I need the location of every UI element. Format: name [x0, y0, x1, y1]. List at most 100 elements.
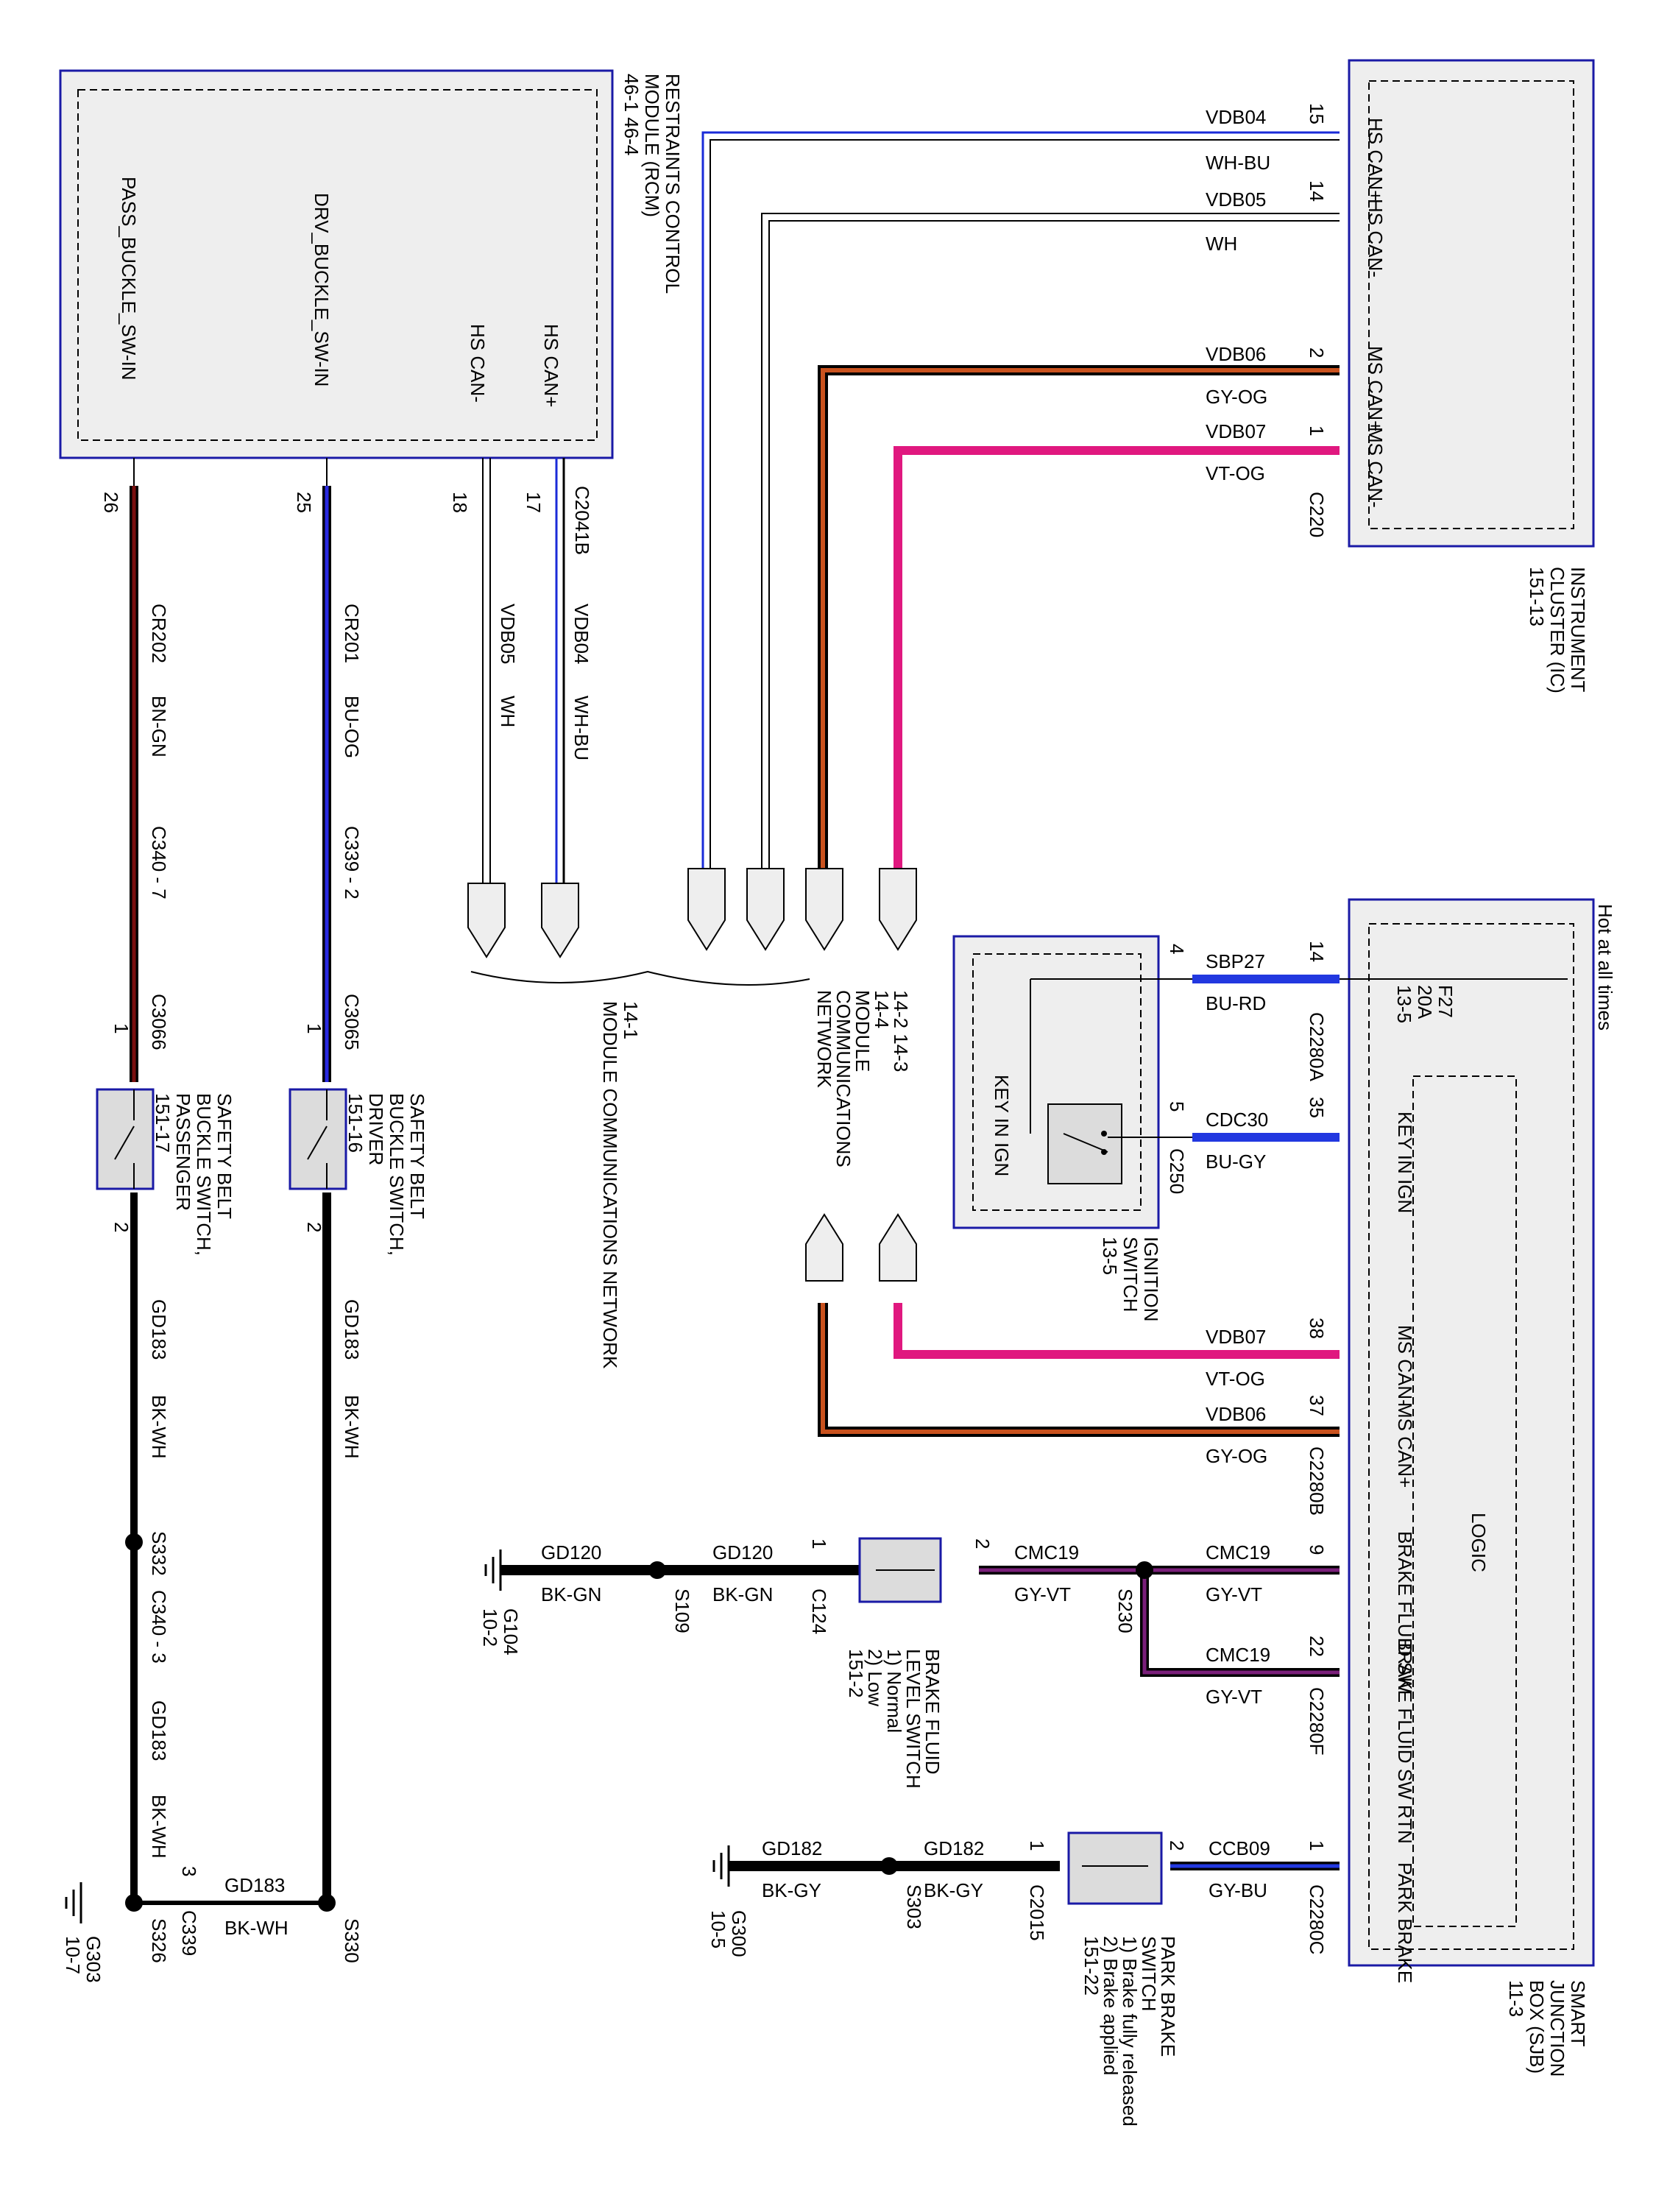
brake-fluid-label-2: LEVEL SWITCH	[902, 1649, 924, 1789]
circuit-vdb04-color: WH-BU	[1206, 152, 1270, 174]
connector-c2280a: C2280A	[1306, 1012, 1328, 1082]
circuit-vdb06-sjb: VDB06	[1206, 1403, 1266, 1425]
mcn-label-3: MODULE	[852, 990, 874, 1072]
rcm-pin-labels: PASS_BUCKLE_SW-IN DRV_BUCKLE_SW-IN HS CA…	[118, 177, 562, 407]
ignition-inner-label: KEY IN IGN	[991, 1075, 1013, 1176]
passenger-switch-label-3: PASSENGER	[172, 1093, 194, 1211]
circuit-ccb09: CCB09	[1209, 1837, 1270, 1859]
park-brake-label-2: SWITCH	[1138, 1936, 1160, 2012]
ic-pin-ms-can-plus: MS CAN+	[1365, 346, 1387, 431]
sjb-pin-ms-can-plus: MS CAN+	[1394, 1402, 1416, 1488]
park-brake-switch	[1067, 1831, 1163, 1905]
pin-1-c124: 1	[808, 1538, 830, 1549]
pin-14: 14	[1306, 180, 1328, 202]
mcn-label-4: COMMUNICATIONS	[832, 990, 854, 1167]
circuit-gd182-b: GD182	[924, 1837, 984, 1859]
connector-c2280f: C2280F	[1306, 1687, 1328, 1756]
circuit-sbp27-color: BU-RD	[1206, 992, 1266, 1014]
ic-module	[1348, 59, 1595, 548]
pin-2-c2015: 2	[1166, 1840, 1188, 1851]
splice-labels: S332 S326 S330 S109 S230 S303	[148, 1531, 1136, 1963]
circuit-gd183-h: GD183	[224, 1874, 285, 1896]
pin-2-c124: 2	[972, 1538, 994, 1549]
circuit-cr201: CR201	[341, 604, 363, 663]
connector-c3066: C3066	[148, 994, 170, 1050]
circuit-cmc19-a-color: GY-VT	[1206, 1583, 1262, 1605]
circuit-vdb04-rcm: VDB04	[570, 604, 592, 664]
ignition-label-1: IGNITION	[1140, 1237, 1162, 1322]
circuit-gd183-pass: GD183	[148, 1299, 170, 1360]
connector-c340-7: C340 - 7	[148, 826, 170, 900]
circuit-vdb05-rcm: VDB05	[497, 604, 519, 664]
sjb-pin-park-brake: PARK BRAKE	[1394, 1862, 1416, 1983]
sjb-label: SMART JUNCTION BOX (SJB) 11-3	[1505, 1980, 1589, 2077]
circuit-labels: VDB04 WH-BU VDB05 WH VDB06 GY-OG VDB07 V…	[148, 106, 1270, 1939]
rcm-label: RESTRAINTS CONTROL MODULE (RCM) 46-1 46-…	[620, 74, 684, 294]
ground-g104: G104	[500, 1608, 522, 1656]
splice-s330: S330	[341, 1918, 363, 1963]
ic-pin-hs-can-plus: HS CAN+	[1365, 118, 1387, 201]
pin-1-c2015: 1	[1026, 1840, 1048, 1851]
pin-22: 22	[1306, 1636, 1328, 1657]
driver-switch-label-4: 151-16	[344, 1093, 367, 1153]
circuit-gd120-a: GD120	[541, 1541, 601, 1563]
sjb-label-2: JUNCTION	[1546, 1980, 1568, 2077]
circuit-vdb05-color: WH	[1206, 233, 1237, 255]
sjb-label-1: SMART	[1567, 1980, 1589, 2047]
driver-buckle-switch	[289, 1088, 347, 1190]
circuit-ccb09-color: GY-BU	[1209, 1879, 1267, 1901]
rcm-label-2: MODULE (RCM)	[641, 74, 663, 217]
circuit-gd183-low-color: BK-WH	[148, 1795, 170, 1859]
brake-fluid-label-4: 2) Low	[864, 1649, 886, 1706]
ic-pin-hs-can-minus: HS CAN-	[1365, 199, 1387, 278]
ic-label-3: 151-13	[1526, 567, 1548, 626]
pin-2-c3066: 2	[110, 1222, 132, 1232]
ground-symbols	[65, 1550, 730, 1923]
pin-3-c339: 3	[178, 1866, 200, 1876]
pin-2: 2	[1306, 347, 1328, 358]
brake-fluid-switch	[858, 1537, 942, 1603]
ignition-label-3: 13-5	[1099, 1237, 1121, 1275]
connector-c340-3: C340 - 3	[148, 1590, 170, 1664]
ignition-switch-module	[952, 935, 1160, 1229]
pin-1: 1	[1306, 425, 1328, 436]
splice-s303: S303	[903, 1884, 925, 1929]
pin-4: 4	[1166, 944, 1188, 954]
ic-label-1: INSTRUMENT	[1567, 567, 1589, 693]
fuse-ref: 13-5	[1393, 985, 1415, 1023]
pin-14-sjb: 14	[1306, 941, 1328, 962]
circuit-gd182-a-color: BK-GY	[762, 1879, 821, 1901]
hs-network-label-1: 14-1	[620, 1001, 642, 1039]
park-brake-label-5: 151-22	[1080, 1936, 1103, 1996]
pin-15: 15	[1306, 103, 1328, 124]
circuit-gd120-b: GD120	[712, 1541, 773, 1563]
wire-vdb04	[701, 131, 1340, 883]
hs-network-label-2: MODULE COMMUNICATIONS NETWORK	[599, 1001, 621, 1369]
pin-1-c3065: 1	[303, 1023, 325, 1033]
brake-fluid-label: BRAKE FLUID LEVEL SWITCH 1) Normal 2) Lo…	[845, 1649, 944, 1789]
ground-g300: G300	[728, 1910, 750, 1957]
sjb-logic-label: LOGIC	[1468, 1513, 1490, 1572]
driver-switch-label-2: BUCKLE SWITCH,	[386, 1093, 408, 1256]
pin-25: 25	[293, 492, 315, 513]
connector-c3065: C3065	[341, 994, 363, 1050]
sjb-pin-brake-fluid-sw: BRAKE FLUID SW	[1394, 1531, 1416, 1693]
pin-5: 5	[1166, 1101, 1188, 1112]
brake-fluid-label-3: 1) Normal	[883, 1649, 905, 1733]
ignition-label-2: SWITCH	[1119, 1237, 1142, 1312]
ic-label-2: CLUSTER (IC)	[1546, 567, 1568, 693]
sjb-label-3: BOX (SJB)	[1526, 1980, 1548, 2074]
pin-2-c3065: 2	[303, 1222, 325, 1232]
circuit-vdb06: VDB06	[1206, 343, 1266, 365]
circuit-vdb04-rcm-color: WH-BU	[570, 696, 592, 760]
circuit-vdb07: VDB07	[1206, 420, 1266, 442]
circuit-cr202: CR202	[148, 604, 170, 663]
ground-labels: G104 10-2 G303 10-7 G300 10-5	[62, 1608, 750, 1983]
connector-c2280b: C2280B	[1306, 1446, 1328, 1516]
network-plugs	[467, 868, 917, 1282]
driver-switch-label-1: SAFETY BELT	[406, 1093, 428, 1219]
pin-17: 17	[523, 492, 545, 513]
passenger-switch-label: SAFETY BELT BUCKLE SWITCH, PASSENGER 151…	[152, 1093, 236, 1256]
splice-s332: S332	[148, 1531, 170, 1576]
